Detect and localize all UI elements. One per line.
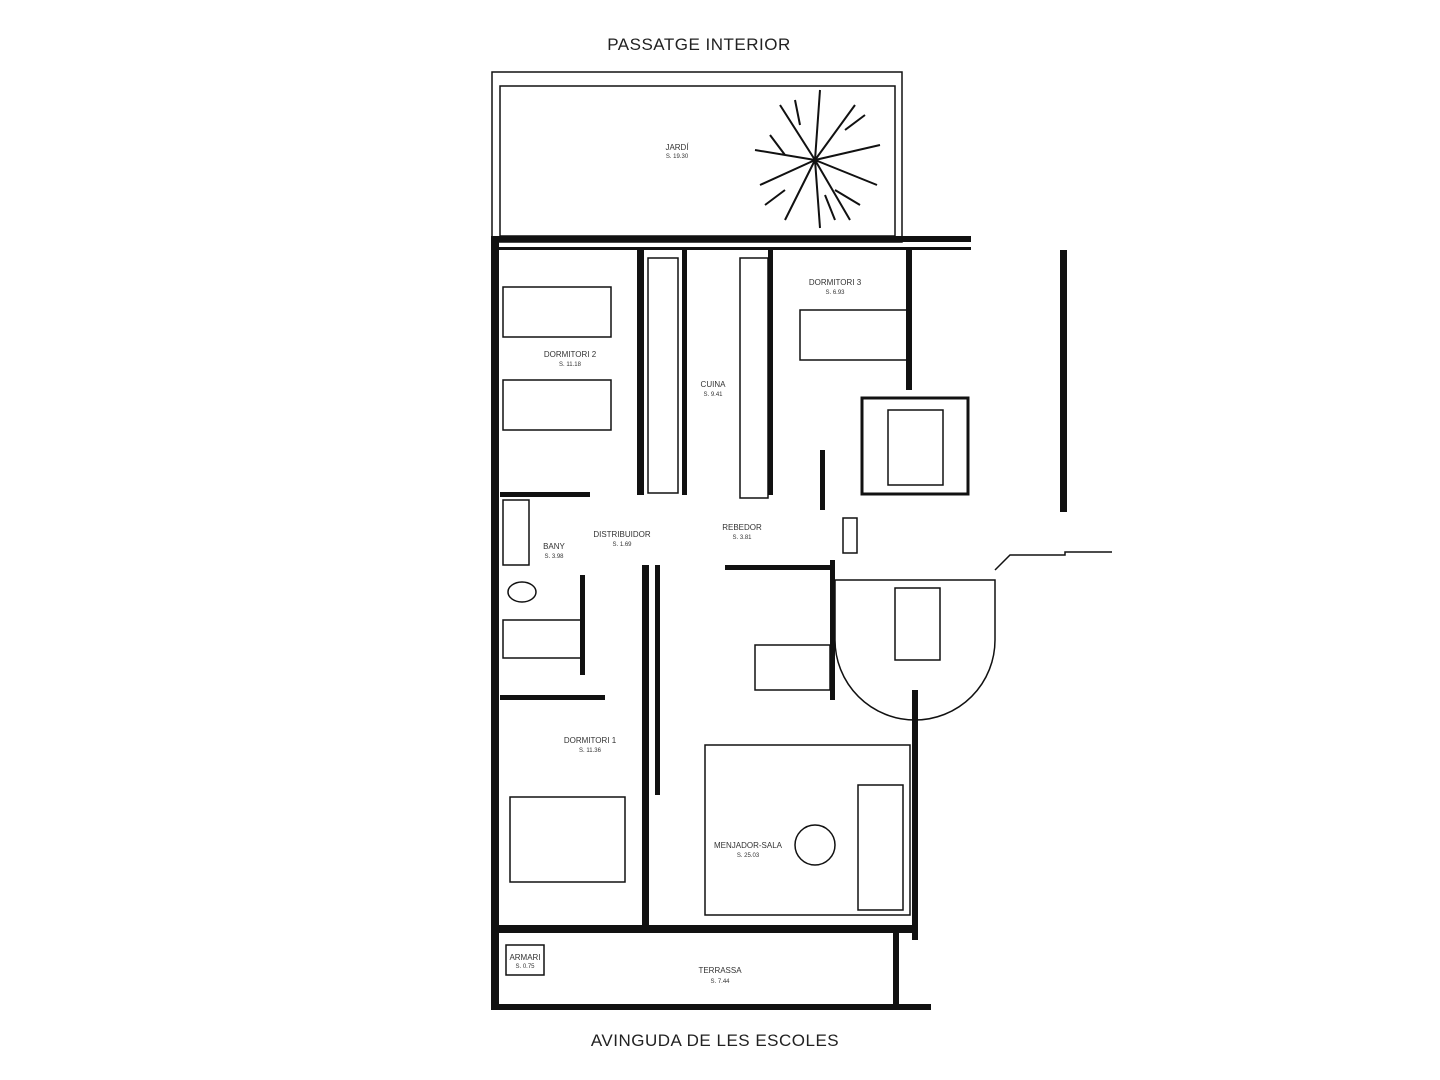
svg-text:S. 19.30: S. 19.30 (666, 154, 689, 160)
svg-text:S. 9.41: S. 9.41 (703, 392, 723, 398)
room-rebedor: REBEDOR S. 3.81 (722, 523, 762, 541)
room-labels: JARDÍ S. 19.30 DORMITORI 2 S. 11.18 CUINA S… (505, 143, 862, 985)
svg-text:ARMARI: ARMARI (509, 953, 540, 962)
coffee-table (794, 824, 836, 866)
room-menjador-sala: MENJADOR-SALA S. 25.03 (714, 841, 783, 859)
bathtub-icon (502, 619, 582, 659)
svg-text:S. 3.98: S. 3.98 (544, 554, 564, 560)
sink-icon (502, 499, 530, 566)
svg-text:BANY: BANY (543, 542, 565, 551)
svg-text:DORMITORI 3: DORMITORI 3 (809, 278, 862, 287)
room-cuina: CUINA S. 9.41 (701, 380, 727, 398)
svg-text:S. 25.03: S. 25.03 (737, 853, 760, 859)
street-label-top: PASSATGE INTERIOR (607, 35, 791, 54)
svg-text:CUINA: CUINA (701, 380, 727, 389)
svg-text:DISTRIBUIDOR: DISTRIBUIDOR (593, 530, 651, 539)
svg-text:S. 11.36: S. 11.36 (579, 748, 602, 754)
svg-text:JARDÍ: JARDÍ (665, 143, 689, 152)
furniture (502, 257, 1112, 916)
toilet-icon (507, 581, 537, 603)
elevator (860, 396, 970, 496)
room-bany: BANY S. 3.98 (543, 542, 565, 560)
svg-text:S. 7.44: S. 7.44 (710, 979, 730, 985)
svg-text:TERRASSA: TERRASSA (698, 966, 742, 975)
staircase (834, 579, 996, 721)
room-distribuidor: DISTRIBUIDOR S. 1.69 (593, 530, 651, 548)
street-label-bottom: AVINGUDA DE LES ESCOLES (591, 1031, 839, 1050)
room-armari: ARMARI S. 0.75 (505, 944, 545, 976)
svg-text:MENJADOR-SALA: MENJADOR-SALA (714, 841, 783, 850)
svg-text:S. 3.81: S. 3.81 (732, 535, 752, 541)
svg-text:S. 11.18: S. 11.18 (559, 362, 582, 368)
rug (704, 744, 911, 916)
garden (491, 71, 903, 243)
room-dormitori-2: DORMITORI 2 S. 11.18 (544, 350, 597, 368)
svg-text:S. 0.75: S. 0.75 (515, 964, 535, 970)
dining-table (754, 644, 831, 691)
walls (491, 236, 1067, 1010)
svg-text:DORMITORI 2: DORMITORI 2 (544, 350, 597, 359)
svg-text:S. 6.93: S. 6.93 (825, 290, 845, 296)
room-terrassa: TERRASSA S. 7.44 (698, 966, 742, 985)
room-dormitori-1: DORMITORI 1 S. 11.36 (564, 736, 617, 754)
tree-icon (754, 89, 881, 229)
svg-text:REBEDOR: REBEDOR (722, 523, 762, 532)
room-dormitori-3: DORMITORI 3 S. 6.93 (809, 278, 862, 296)
svg-text:S. 1.69: S. 1.69 (612, 542, 632, 548)
sofa (857, 784, 904, 911)
room-jardi: JARDÍ S. 19.30 (665, 143, 689, 160)
svg-text:DORMITORI 1: DORMITORI 1 (564, 736, 617, 745)
